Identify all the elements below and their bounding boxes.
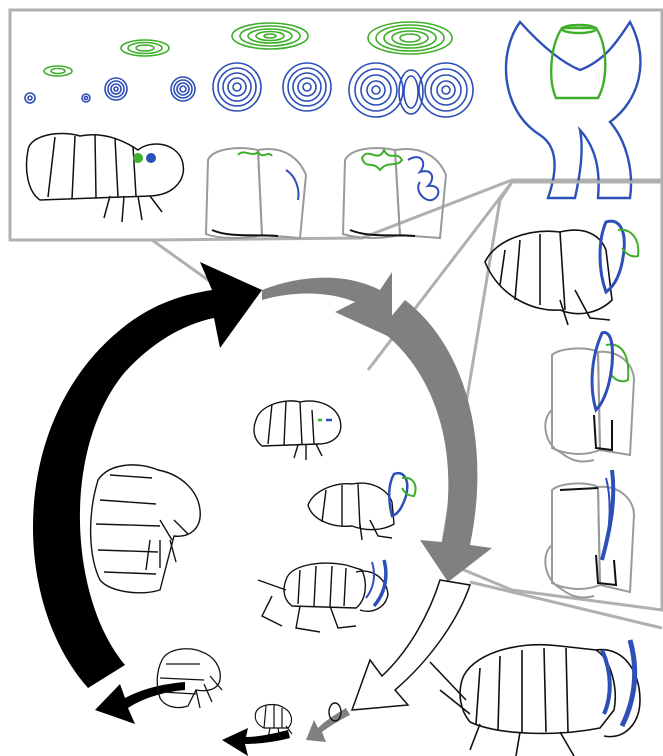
adult-beetle-center bbox=[258, 560, 388, 632]
pupa-right-panel bbox=[485, 221, 638, 325]
white-arrow-outline bbox=[352, 580, 470, 710]
head-section-right-1 bbox=[545, 333, 634, 462]
disc-stage-6-horn-outline bbox=[506, 22, 640, 198]
disc-stage-4 bbox=[213, 23, 331, 111]
black-arrow-arc bbox=[33, 262, 262, 688]
gray-arrow-small bbox=[306, 708, 350, 742]
adult-beetle-large bbox=[430, 640, 640, 756]
pupa-small-center bbox=[308, 473, 416, 540]
disc-stage-5 bbox=[349, 22, 473, 117]
disc-stage-1 bbox=[25, 66, 72, 103]
larva-large-left bbox=[91, 465, 201, 593]
larva-small-center bbox=[254, 401, 341, 460]
black-arrow-bottom-center bbox=[222, 728, 290, 756]
disc-stage-2 bbox=[82, 78, 127, 102]
larva-top-panel bbox=[27, 134, 184, 222]
larva-medium-bottom bbox=[157, 649, 222, 708]
prepupa-section-a bbox=[206, 148, 306, 238]
disc-stage-3 bbox=[121, 40, 195, 101]
right-inset-panel bbox=[368, 182, 662, 628]
head-section-right-2 bbox=[545, 470, 634, 598]
top-inset-panel bbox=[10, 10, 662, 290]
black-arrow-bottom-left bbox=[95, 682, 185, 724]
gray-arrow-arc bbox=[262, 272, 392, 338]
